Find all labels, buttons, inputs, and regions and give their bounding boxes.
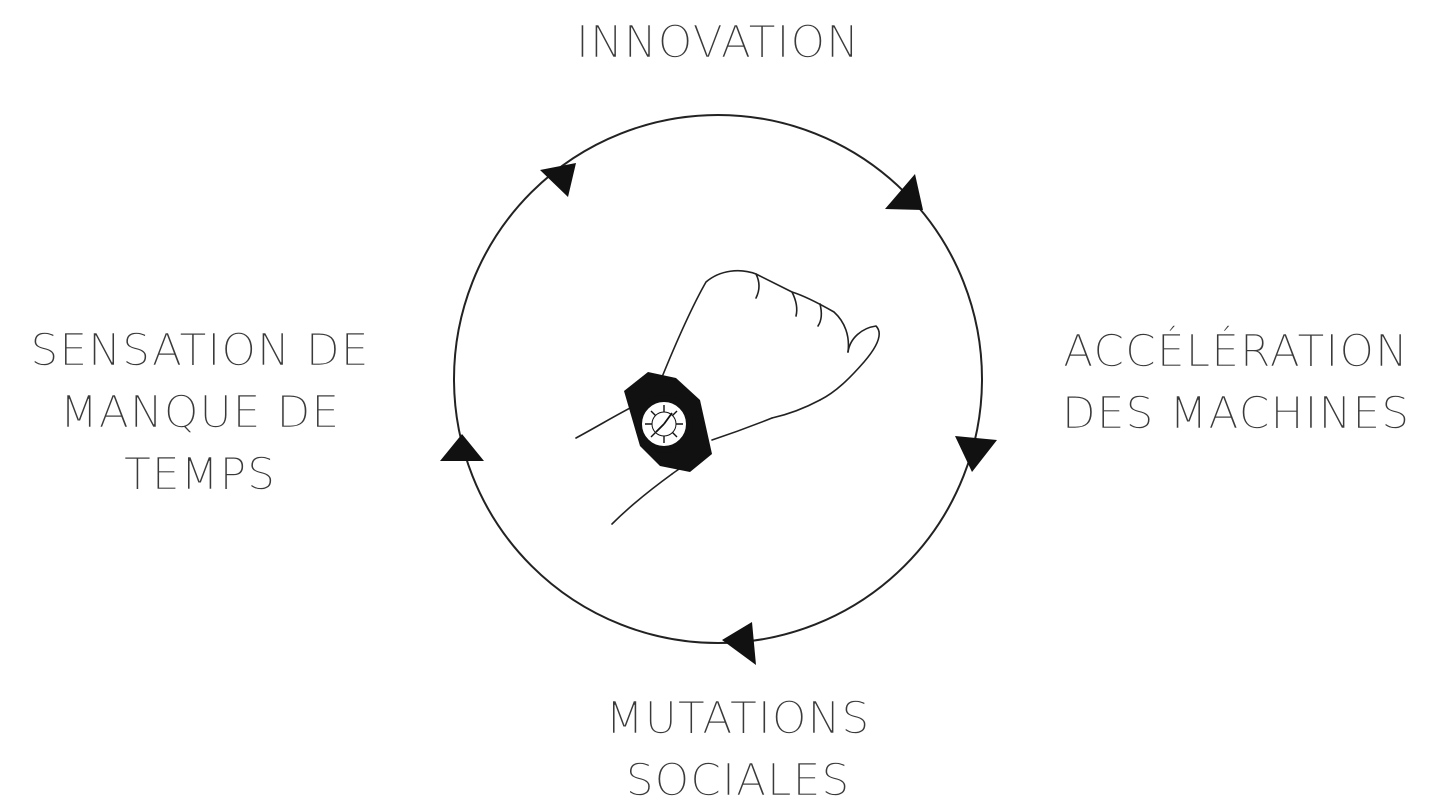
label-acceleration-machines: ACCÉLÉRATION DES MACHINES	[1036, 321, 1436, 445]
label-line: SENSATION DE	[30, 325, 370, 377]
label-line: DES MACHINES	[1061, 388, 1411, 440]
arrow-right	[955, 436, 997, 472]
label-line: MANQUE DE	[59, 387, 341, 439]
label-line: TEMPS	[123, 449, 277, 501]
label-sensation-manque-temps: SENSATION DE MANQUE DE TEMPS	[0, 320, 400, 506]
wristwatch-on-hand-icon	[575, 269, 880, 525]
label-innovation: INNOVATION	[418, 12, 1018, 74]
arrow-top-left	[540, 163, 576, 197]
cycle-arrows	[440, 163, 997, 665]
label-line: INNOVATION	[575, 17, 861, 69]
label-mutations-sociales: MUTATIONS SOCIALES	[438, 688, 1038, 812]
label-line: SOCIALES	[625, 755, 851, 807]
arrow-bottom	[722, 622, 756, 665]
watch-icon	[624, 372, 712, 472]
arrow-left	[440, 434, 484, 461]
arrow-top-right	[885, 174, 923, 210]
cycle-circle	[453, 114, 983, 644]
label-line: ACCÉLÉRATION	[1063, 326, 1409, 378]
label-line: MUTATIONS	[605, 693, 871, 745]
